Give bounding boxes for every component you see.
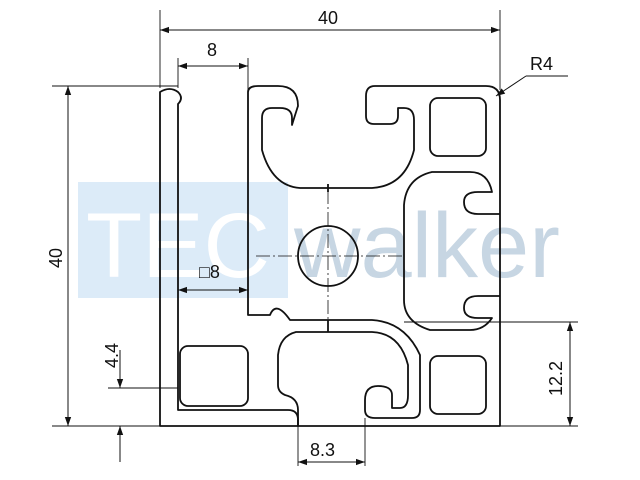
dim-line-radius (495, 75, 527, 97)
watermark-box (78, 182, 288, 298)
dim-label-opening: 8.3 (310, 440, 335, 460)
hollow-bottom-right (429, 355, 487, 415)
dim-label-height: 40 (46, 248, 66, 268)
right-slot (403, 171, 500, 331)
dim-label-slot: 8 (207, 40, 217, 60)
dim-label-wall: 4.4 (102, 343, 122, 368)
center-lines (256, 190, 404, 322)
dim-label-radius: R4 (530, 54, 553, 74)
dim-label-width: 40 (318, 8, 338, 28)
dimension-lines (64, 26, 574, 466)
hollow-bottom-left (179, 345, 249, 407)
hollow-top-right (429, 97, 487, 157)
watermark: TEC walker (78, 182, 560, 298)
watermark-text-walker: walker (293, 195, 560, 297)
dim-label-square: □8 (199, 262, 220, 282)
dim-label-offset: 12.2 (546, 361, 566, 396)
